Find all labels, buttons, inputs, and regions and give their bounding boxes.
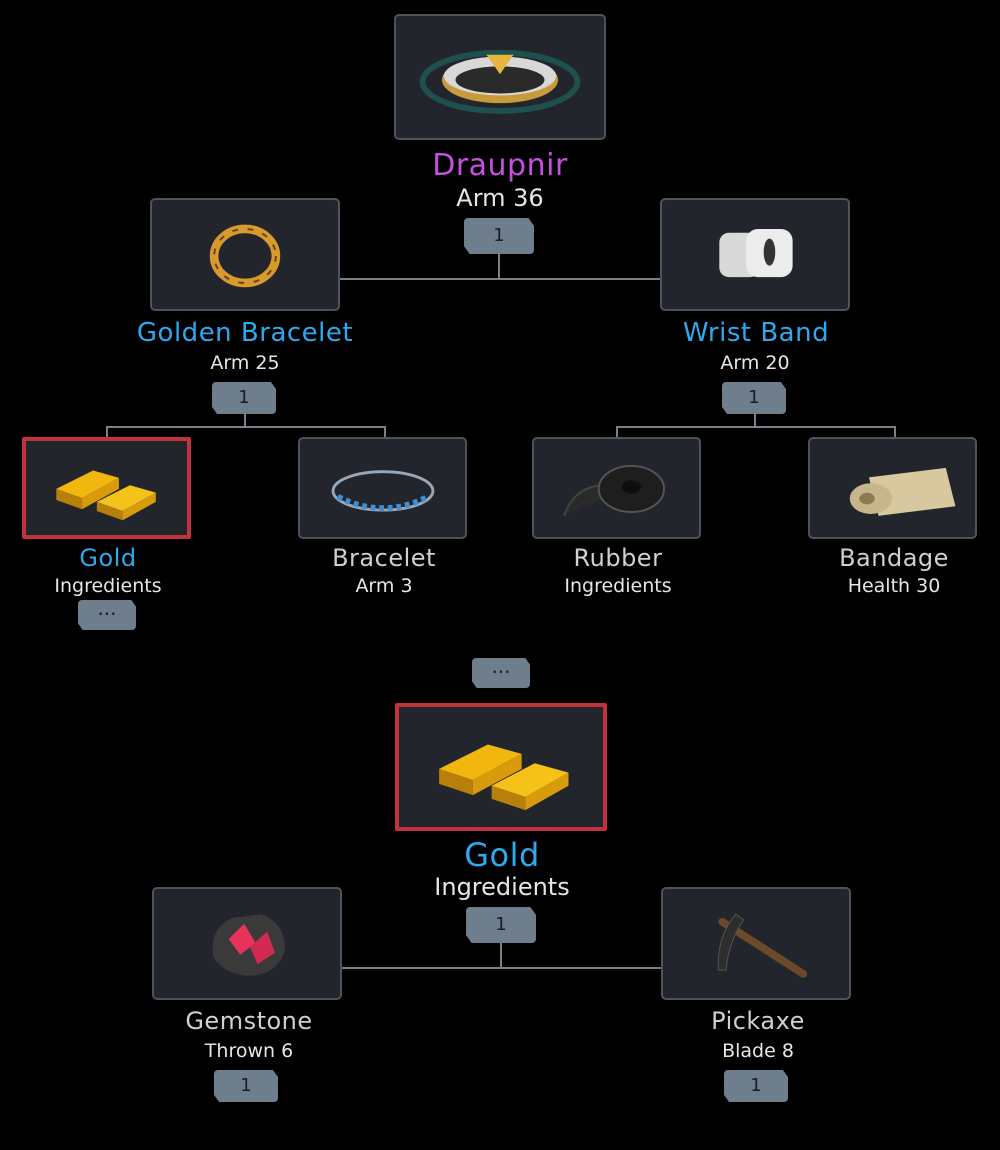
- item-slot-pickaxe[interactable]: [661, 887, 851, 1000]
- quantity-badge: 1: [212, 382, 276, 414]
- connector: [616, 426, 618, 440]
- item-slot-gemstone[interactable]: [152, 887, 342, 1000]
- quantity-badge: 1: [466, 907, 536, 943]
- connector: [616, 426, 896, 428]
- quantity-badge: 1: [724, 1070, 788, 1102]
- gold-bars-icon: [56, 470, 156, 521]
- item-name-gemstone: Gemstone: [185, 1007, 313, 1035]
- ring-icon: [419, 49, 581, 114]
- item-stat-golden-bracelet: Arm 25: [210, 352, 280, 374]
- item-slot-rubber[interactable]: [532, 437, 701, 539]
- connector: [498, 254, 500, 280]
- connector: [340, 278, 660, 280]
- gold-bars-icon: [439, 744, 569, 811]
- item-stat-rubber: Ingredients: [564, 575, 672, 597]
- item-slot-bracelet[interactable]: [298, 437, 467, 539]
- item-stat-gold: Ingredients: [54, 575, 162, 597]
- connector: [106, 426, 108, 440]
- item-stat-gemstone: Thrown 6: [204, 1040, 294, 1062]
- connector: [106, 426, 386, 428]
- pickaxe-icon: [717, 913, 808, 978]
- item-name-rubber: Rubber: [573, 544, 663, 572]
- bandage-icon: [849, 467, 956, 516]
- connector: [500, 943, 502, 969]
- item-name-bandage: Bandage: [839, 544, 949, 572]
- rubber-roll-icon: [563, 464, 666, 517]
- connector: [384, 426, 386, 440]
- connector: [244, 414, 246, 428]
- item-stat-pickaxe: Blade 8: [722, 1040, 794, 1062]
- connector: [754, 414, 756, 428]
- connector: [894, 426, 896, 440]
- golden-bracelet-icon: [209, 224, 281, 288]
- item-name-draupnir: Draupnir: [432, 148, 568, 183]
- item-slot-draupnir[interactable]: [394, 14, 606, 140]
- item-stat-gold-root: Ingredients: [434, 873, 570, 901]
- quantity-badge: 1: [214, 1070, 278, 1102]
- item-name-wrist-band: Wrist Band: [682, 318, 830, 348]
- item-name-gold-root: Gold: [464, 836, 540, 874]
- item-stat-bandage: Health 30: [847, 575, 941, 597]
- item-stat-wrist-band: Arm 20: [720, 352, 790, 374]
- gemstone-icon: [212, 914, 285, 976]
- item-name-golden-bracelet: Golden Bracelet: [136, 318, 354, 348]
- item-slot-gold-root[interactable]: [395, 703, 607, 831]
- item-stat-draupnir: Arm 36: [456, 184, 544, 212]
- item-name-pickaxe: Pickaxe: [711, 1007, 805, 1035]
- bracelet-icon: [331, 470, 435, 512]
- more-badge[interactable]: ···: [78, 600, 136, 630]
- item-slot-bandage[interactable]: [808, 437, 977, 539]
- more-badge[interactable]: ···: [472, 658, 530, 688]
- item-name-bracelet: Bracelet: [332, 544, 436, 572]
- item-slot-wrist-band[interactable]: [660, 198, 850, 311]
- quantity-badge: 1: [722, 382, 786, 414]
- quantity-badge: 1: [464, 218, 534, 254]
- item-stat-bracelet: Arm 3: [355, 575, 413, 597]
- item-name-gold: Gold: [79, 544, 137, 572]
- connector: [340, 967, 662, 969]
- item-slot-golden-bracelet[interactable]: [150, 198, 340, 311]
- wrist-band-icon: [719, 228, 793, 278]
- item-slot-gold[interactable]: [22, 437, 191, 539]
